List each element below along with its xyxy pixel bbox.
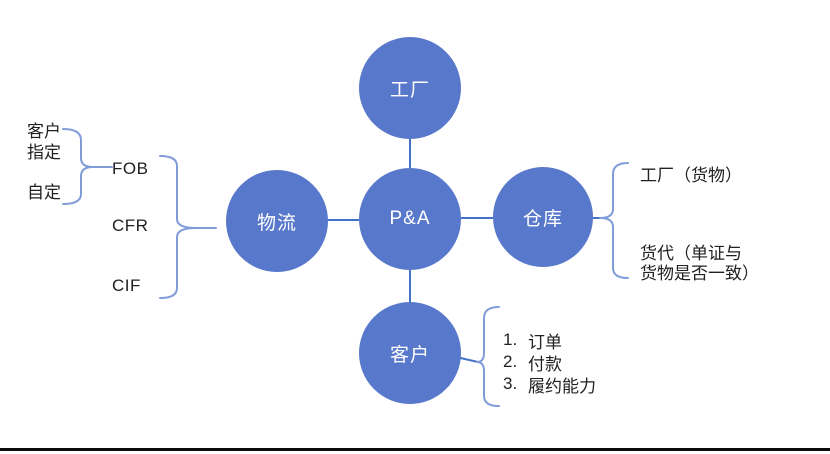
brace-logistics-terms	[159, 155, 197, 299]
list-item-number: 3.	[503, 374, 518, 393]
list-item-label: 履约能力	[528, 376, 596, 396]
list-item: 1. 订单	[503, 329, 596, 352]
warehouse-note-factory-goods: 工厂（货物）	[640, 166, 742, 185]
brace-warehouse-notes	[599, 162, 629, 279]
list-item-number: 2.	[503, 352, 518, 371]
brace-fob-options	[62, 128, 94, 205]
list-item: 2. 付款	[503, 351, 596, 374]
term-cif: CIF	[112, 276, 141, 295]
node-pa: P&A	[359, 168, 461, 270]
node-warehouse-label: 仓库	[522, 208, 563, 230]
customer-notes-list: 1. 订单 2. 付款 3. 履约能力	[503, 329, 596, 396]
term-fob: FOB	[112, 159, 149, 178]
node-logistics-label: 物流	[256, 212, 297, 234]
warehouse-note-forwarder: 货代（单证与 货物是否一致）	[640, 244, 759, 283]
list-item-label: 付款	[528, 354, 562, 374]
node-warehouse: 仓库	[493, 167, 593, 267]
term-cfr: CFR	[112, 216, 149, 235]
node-factory: 工厂	[359, 37, 461, 139]
list-item-number: 1.	[503, 330, 518, 349]
node-logistics: 物流	[226, 170, 328, 272]
node-factory-label: 工厂	[389, 79, 430, 101]
node-pa-label: P&A	[389, 208, 431, 229]
brace-customer-notes	[476, 306, 500, 407]
fob-option-customer-specified: 客户 指定	[27, 122, 61, 162]
node-customer-label: 客户	[389, 344, 430, 366]
bottom-divider	[0, 448, 830, 451]
list-item: 3. 履约能力	[503, 373, 596, 396]
list-item-label: 订单	[528, 332, 562, 352]
node-customer: 客户	[359, 302, 461, 404]
fob-option-self-determined: 自定	[27, 183, 61, 202]
